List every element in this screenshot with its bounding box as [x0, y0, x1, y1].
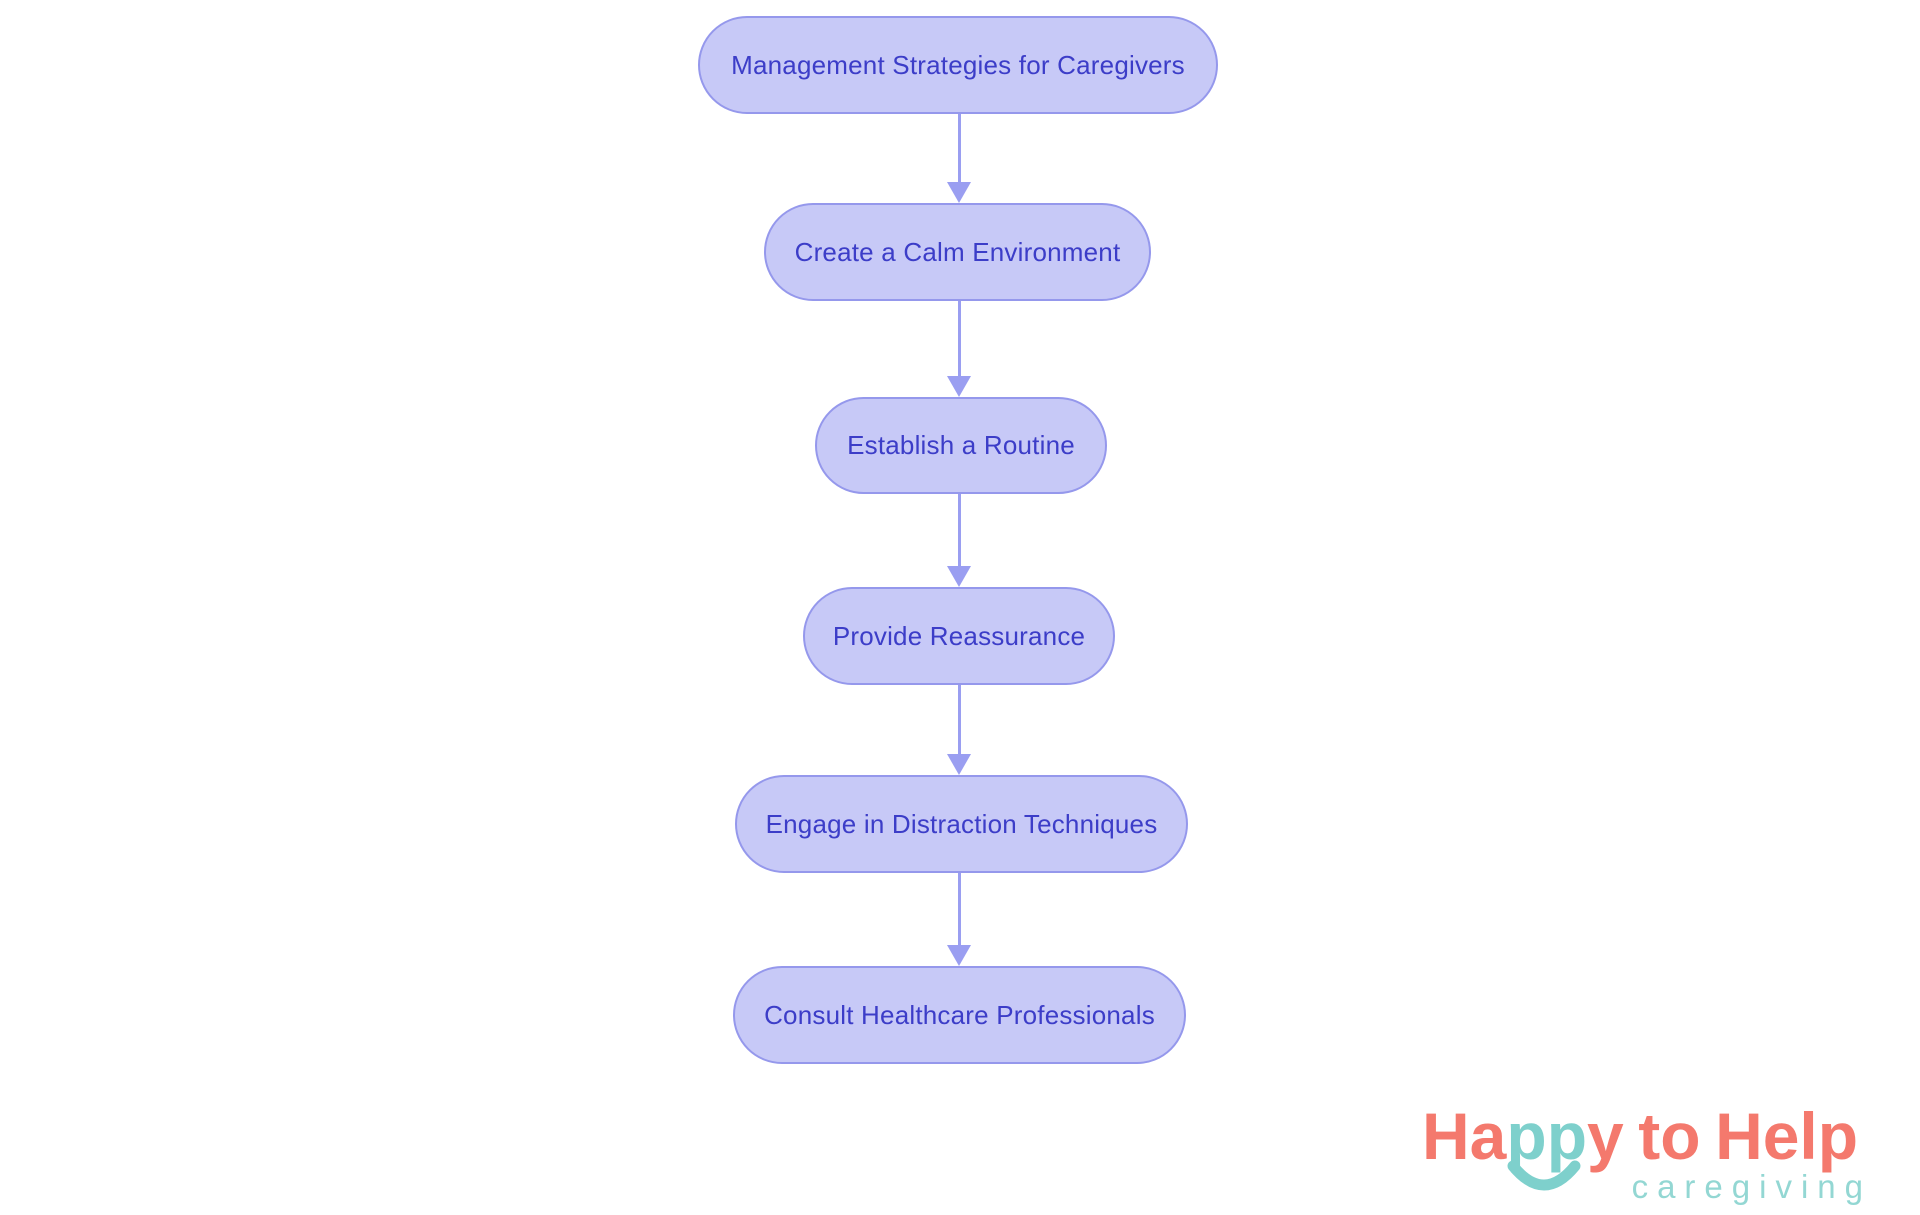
logo-text-to: to	[1638, 1099, 1701, 1173]
flow-node-distraction-techniques: Engage in Distraction Techniques	[735, 775, 1188, 873]
flow-node-label: Consult Healthcare Professionals	[764, 999, 1155, 1030]
arrow-line	[957, 301, 961, 376]
logo-text-help: Help	[1715, 1099, 1859, 1173]
arrow-head-icon	[947, 376, 971, 397]
arrow-head-icon	[947, 754, 971, 775]
arrow-line	[957, 685, 961, 754]
flow-arrow-2-3	[947, 301, 971, 397]
arrow-head-icon	[947, 182, 971, 203]
logo-text-pp: pp	[1506, 1099, 1588, 1173]
logo-text-y: y	[1587, 1099, 1624, 1173]
flow-node-label: Management Strategies for Caregivers	[731, 49, 1185, 80]
flow-node-label: Engage in Distraction Techniques	[765, 808, 1158, 839]
arrow-line	[957, 873, 961, 945]
flow-arrow-1-2	[947, 114, 971, 203]
arrow-line	[957, 114, 961, 182]
flow-arrow-3-4	[947, 494, 971, 587]
flow-arrow-4-5	[947, 685, 971, 775]
smile-icon	[1507, 1160, 1581, 1191]
flow-node-provide-reassurance: Provide Reassurance	[803, 587, 1115, 685]
flow-node-consult-professionals: Consult Healthcare Professionals	[733, 966, 1186, 1064]
flow-node-calm-environment: Create a Calm Environment	[764, 203, 1151, 301]
flow-node-label: Create a Calm Environment	[794, 236, 1121, 267]
flow-node-label: Provide Reassurance	[832, 620, 1086, 651]
flow-node-management-strategies: Management Strategies for Caregivers	[698, 16, 1218, 114]
flow-arrow-5-6	[947, 873, 971, 966]
logo-subtitle: caregiving	[1631, 1168, 1872, 1205]
arrow-head-icon	[947, 945, 971, 966]
arrow-line	[957, 494, 961, 566]
flow-node-label: Establish a Routine	[847, 430, 1075, 460]
flow-node-establish-routine: Establish a Routine	[815, 397, 1107, 494]
logo-text-ha: Ha	[1422, 1099, 1507, 1173]
arrow-head-icon	[947, 566, 971, 587]
